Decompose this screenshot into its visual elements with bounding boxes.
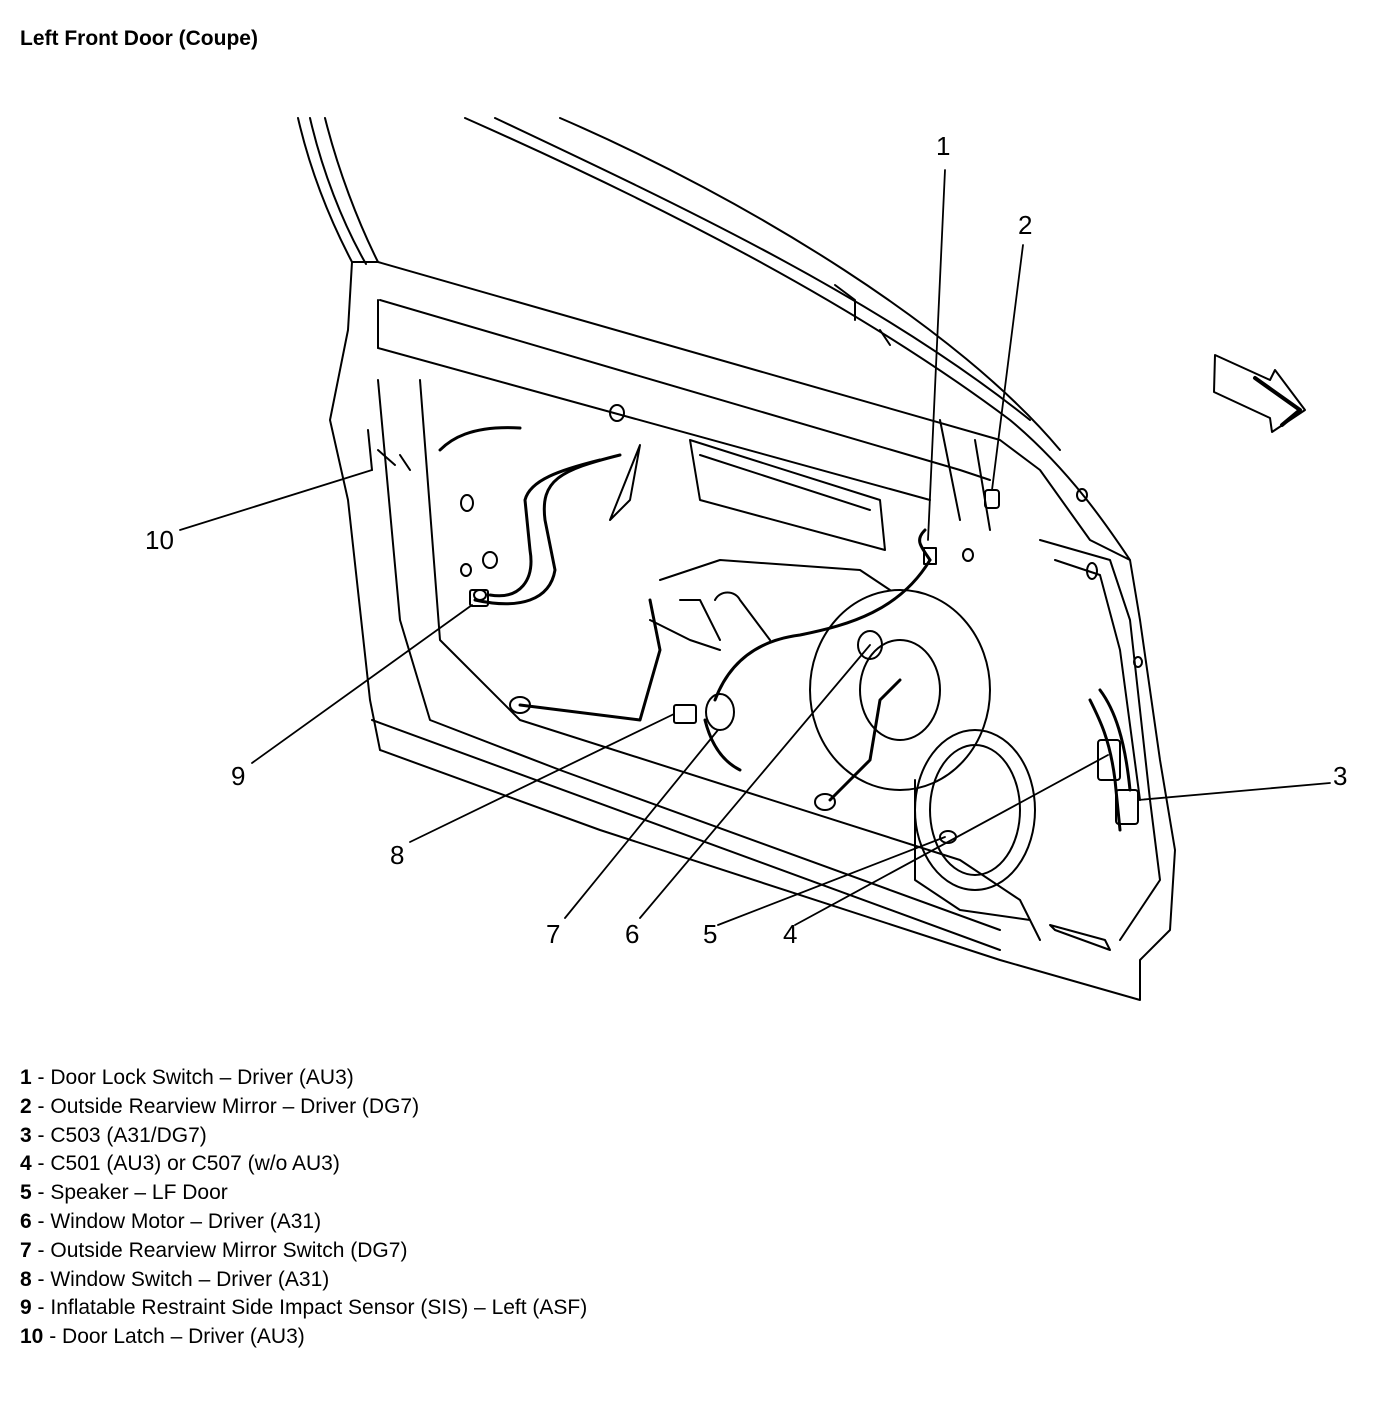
callout-10: 10 (145, 525, 174, 555)
callout-5: 5 (703, 919, 717, 949)
legend-item: 8 - Window Switch – Driver (A31) (20, 1267, 330, 1291)
legend: 1 - Door Lock Switch – Driver (AU3) 2 - … (20, 1064, 587, 1352)
callout-2: 2 (1018, 210, 1032, 240)
legend-item: 1 - Door Lock Switch – Driver (AU3) (20, 1066, 354, 1089)
direction-arrow (1213, 354, 1306, 433)
callout-8: 8 (390, 840, 404, 870)
diagram-title: Left Front Door (Coupe) (20, 27, 258, 50)
legend-item: 7 - Outside Rearview Mirror Switch (DG7) (20, 1238, 408, 1262)
legend-item: 2 - Outside Rearview Mirror – Driver (DG… (20, 1094, 420, 1118)
legend-item: 6 - Window Motor – Driver (A31) (20, 1209, 322, 1233)
callout-4: 4 (783, 919, 797, 949)
wiring-harness (438, 426, 1132, 832)
legend-item: 3 - C503 (A31/DG7) (20, 1123, 207, 1147)
legend-item: 5 - Speaker – LF Door (20, 1181, 228, 1205)
callout-9: 9 (231, 761, 245, 791)
door-diagram: 1 2 3 4 5 6 7 8 9 10 (145, 117, 1347, 1001)
callout-1: 1 (936, 131, 950, 161)
legend-item: 4 - C501 (AU3) or C507 (w/o AU3) (20, 1152, 340, 1176)
door-shell (329, 261, 1176, 1001)
window-frame (297, 117, 1131, 561)
callout-7: 7 (546, 919, 560, 949)
leader-lines (179, 169, 1331, 926)
legend-item: 9 - Inflatable Restraint Side Impact Sen… (20, 1296, 588, 1320)
inner-panel (460, 404, 1143, 921)
components (367, 429, 1139, 951)
legend-item: 10 - Door Latch – Driver (AU3) (20, 1325, 305, 1349)
callout-3: 3 (1333, 761, 1347, 791)
callout-6: 6 (625, 919, 639, 949)
